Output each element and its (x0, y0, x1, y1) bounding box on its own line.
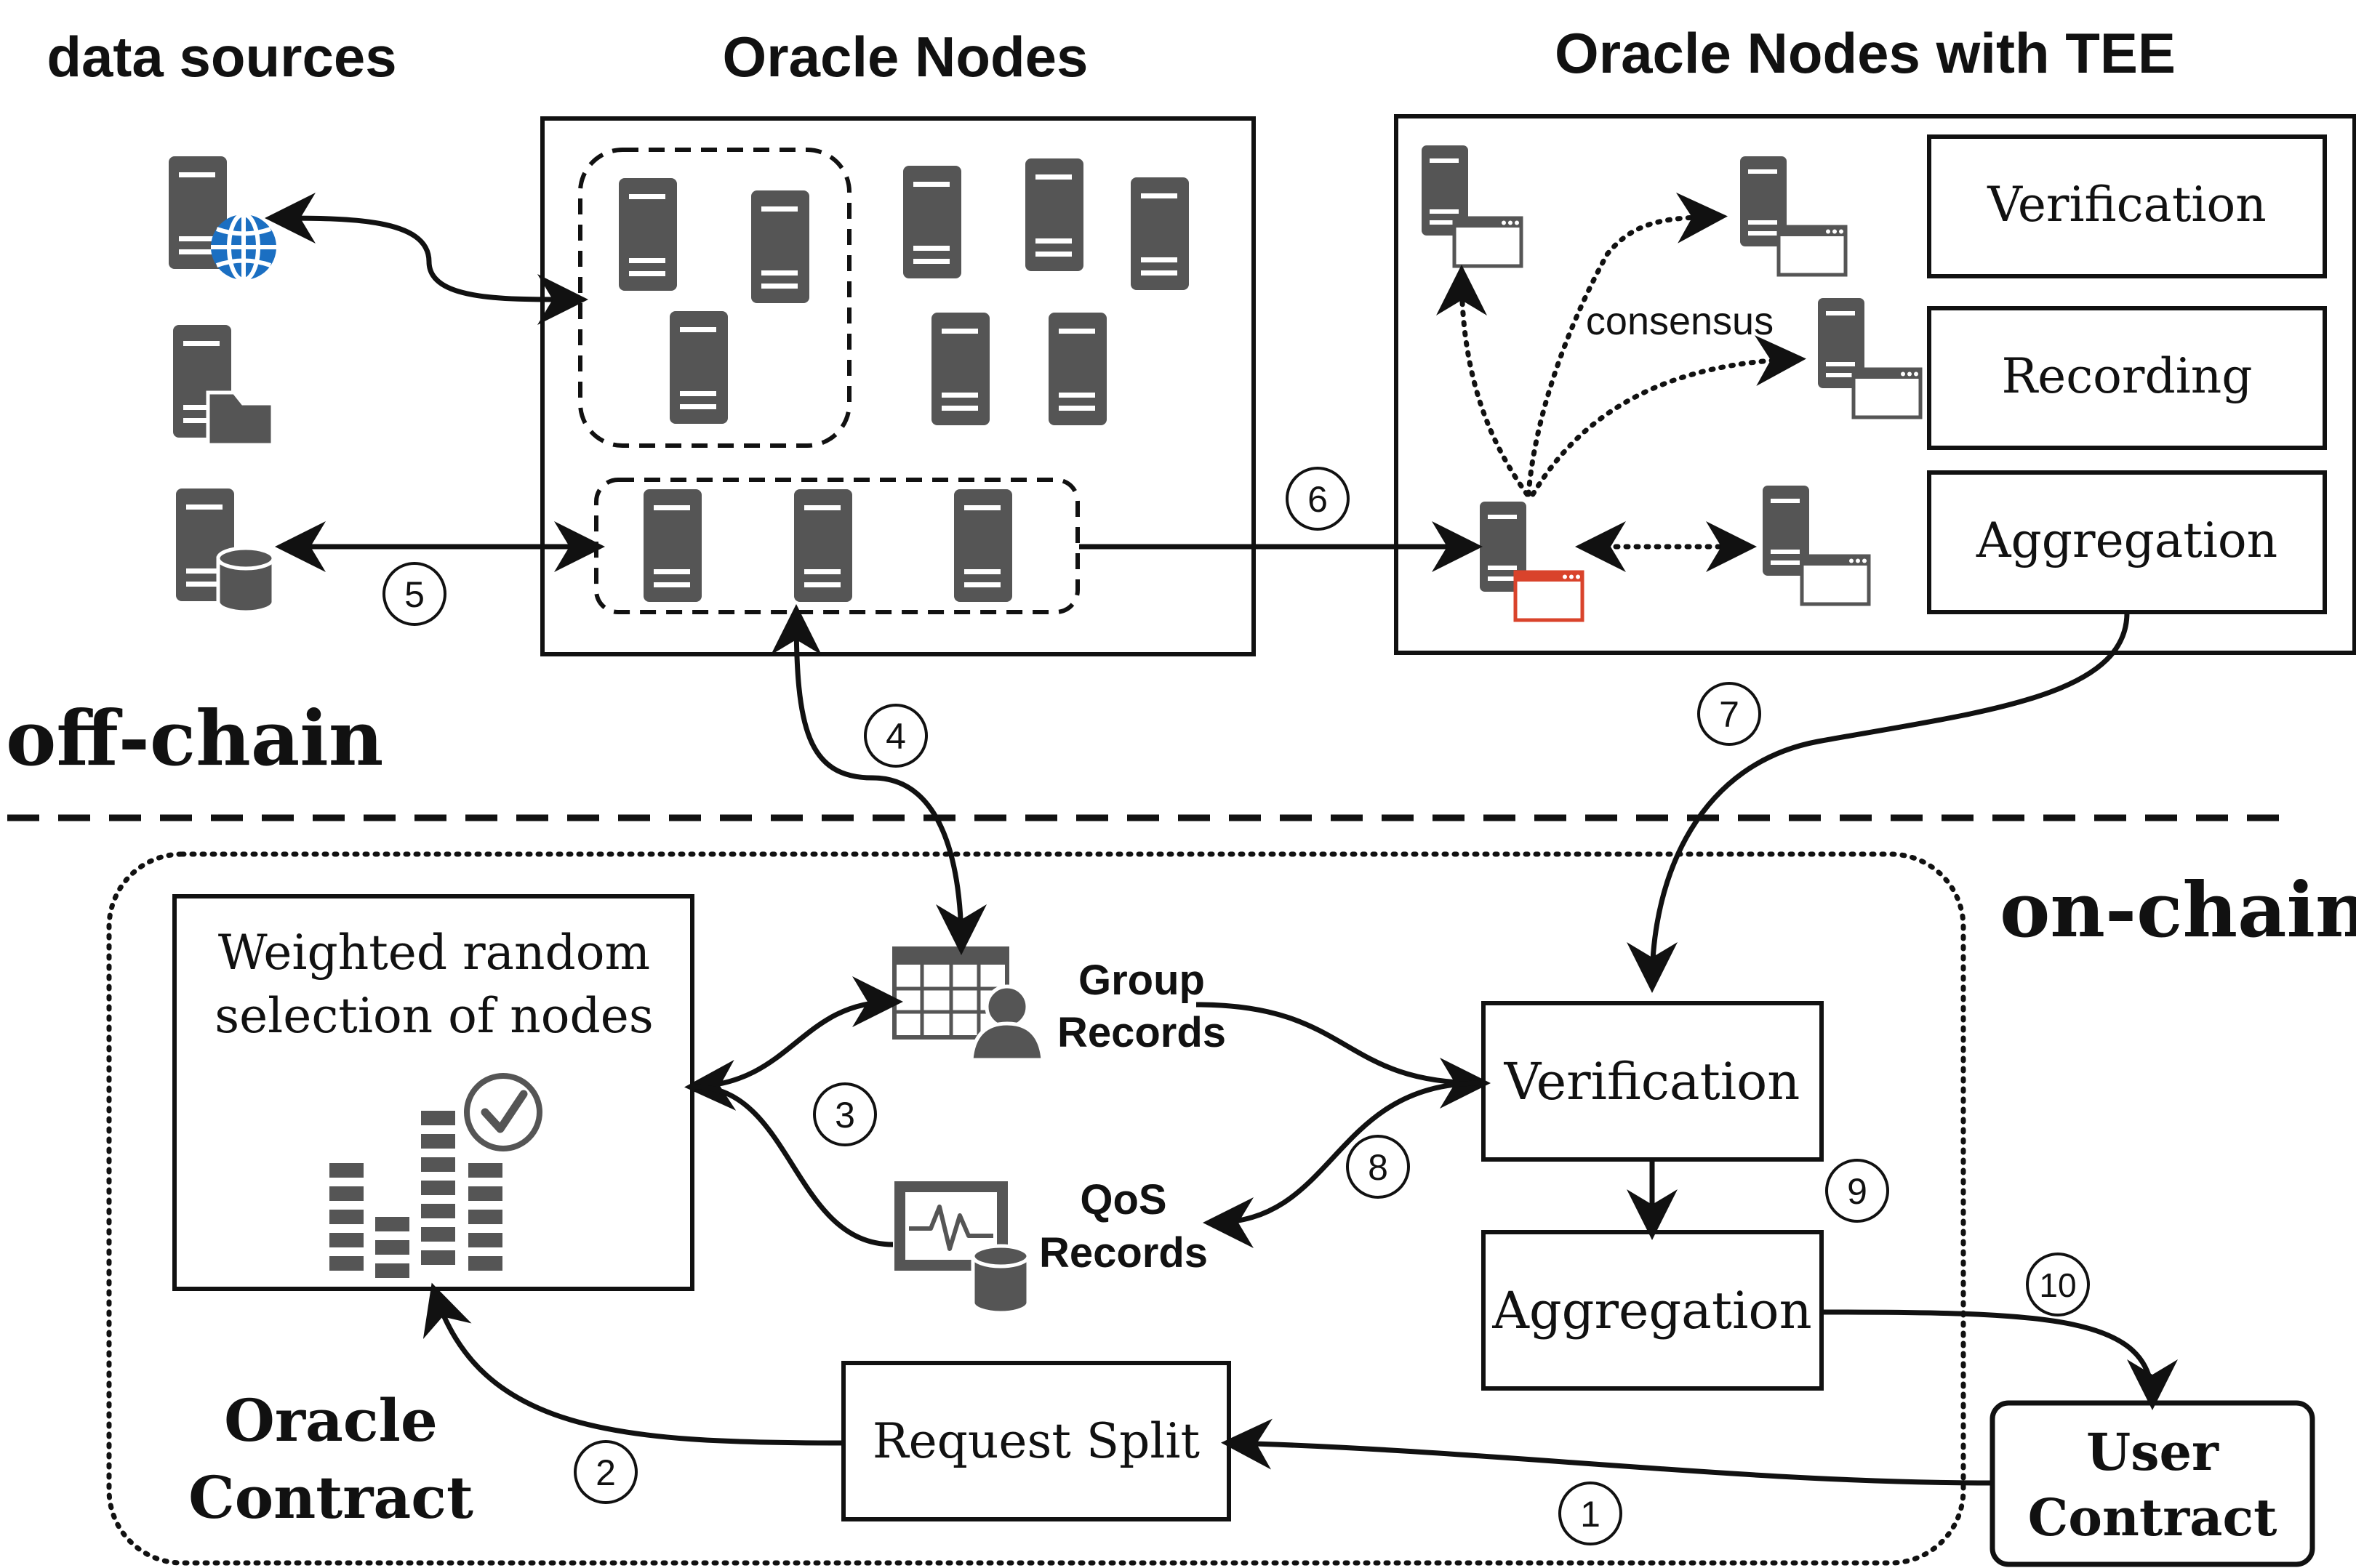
step-2-label: 2 (596, 1452, 616, 1493)
weighted-selection-box: Weighted random selection of nodes (172, 894, 694, 1291)
group-records-label-2: Records (1057, 1009, 1226, 1056)
step-9-label: 9 (1847, 1171, 1867, 1212)
bar-chart-check-icon (329, 1073, 542, 1278)
node-group-1 (578, 148, 852, 448)
request-split-box: Request Split (841, 1361, 1231, 1521)
svg-text:Aggregation: Aggregation (1491, 1281, 1811, 1340)
oracle-contract-region (106, 851, 1966, 1566)
step-4-label: 4 (886, 716, 906, 757)
svg-text:Verification: Verification (1987, 177, 2267, 233)
svg-text:Contract: Contract (2028, 1487, 2277, 1548)
tee-verification-box: Verification (1927, 134, 2327, 278)
step-6-label: 6 (1307, 479, 1328, 520)
svg-text:selection of nodes: selection of nodes (215, 988, 653, 1044)
table-user-icon (892, 946, 1045, 1062)
consensus-arrows (1436, 192, 1806, 572)
svg-text:Request Split: Request Split (873, 1413, 1200, 1469)
user-contract-box: User Contract (1990, 1400, 2315, 1567)
oracle-node-servers (619, 158, 1189, 602)
step-8-label: 8 (1368, 1147, 1388, 1188)
step-10-label: 10 (2039, 1266, 2076, 1304)
qos-records-label: QoS (1080, 1176, 1166, 1223)
step-3-label: 3 (835, 1095, 855, 1135)
oracle-contract-label: Oracle (224, 1386, 438, 1455)
onchain-aggregation-box: Aggregation (1481, 1230, 1824, 1391)
server-database-icon (176, 489, 276, 614)
onchain-verification-box: Verification (1481, 1001, 1824, 1162)
svg-text:Recording: Recording (2001, 348, 2252, 404)
header-oracle-nodes-tee: Oracle Nodes with TEE (1555, 21, 2176, 85)
svg-text:User: User (2086, 1422, 2219, 1482)
oracle-contract-label-2: Contract (188, 1463, 473, 1532)
oracle-nodes-tee-panel (1394, 114, 2356, 655)
group-records-label: Group (1078, 957, 1205, 1004)
on-chain-label: on-chain (2000, 865, 2356, 954)
header-data-sources: data sources (47, 25, 396, 89)
step-1-label: 1 (1580, 1494, 1600, 1535)
tee-recording-box: Recording (1927, 306, 2327, 450)
consensus-label: consensus (1586, 299, 1774, 343)
qos-records-label-2: Records (1039, 1229, 1208, 1276)
step-5-label: 5 (404, 574, 425, 615)
step-markers (382, 467, 2090, 1545)
monitor-database-icon (894, 1181, 1030, 1315)
header-oracle-nodes: Oracle Nodes (723, 25, 1089, 89)
flow-arrows (265, 193, 2178, 1486)
svg-text:Aggregation: Aggregation (1976, 512, 2277, 568)
off-chain-label: off-chain (6, 693, 383, 783)
step-7-label: 7 (1719, 694, 1739, 735)
tee-aggregation-box: Aggregation (1927, 470, 2327, 614)
server-globe-icon (169, 156, 276, 282)
svg-text:Verification: Verification (1504, 1052, 1800, 1111)
svg-text:Weighted random: Weighted random (218, 925, 650, 981)
server-folder-icon (173, 325, 275, 447)
